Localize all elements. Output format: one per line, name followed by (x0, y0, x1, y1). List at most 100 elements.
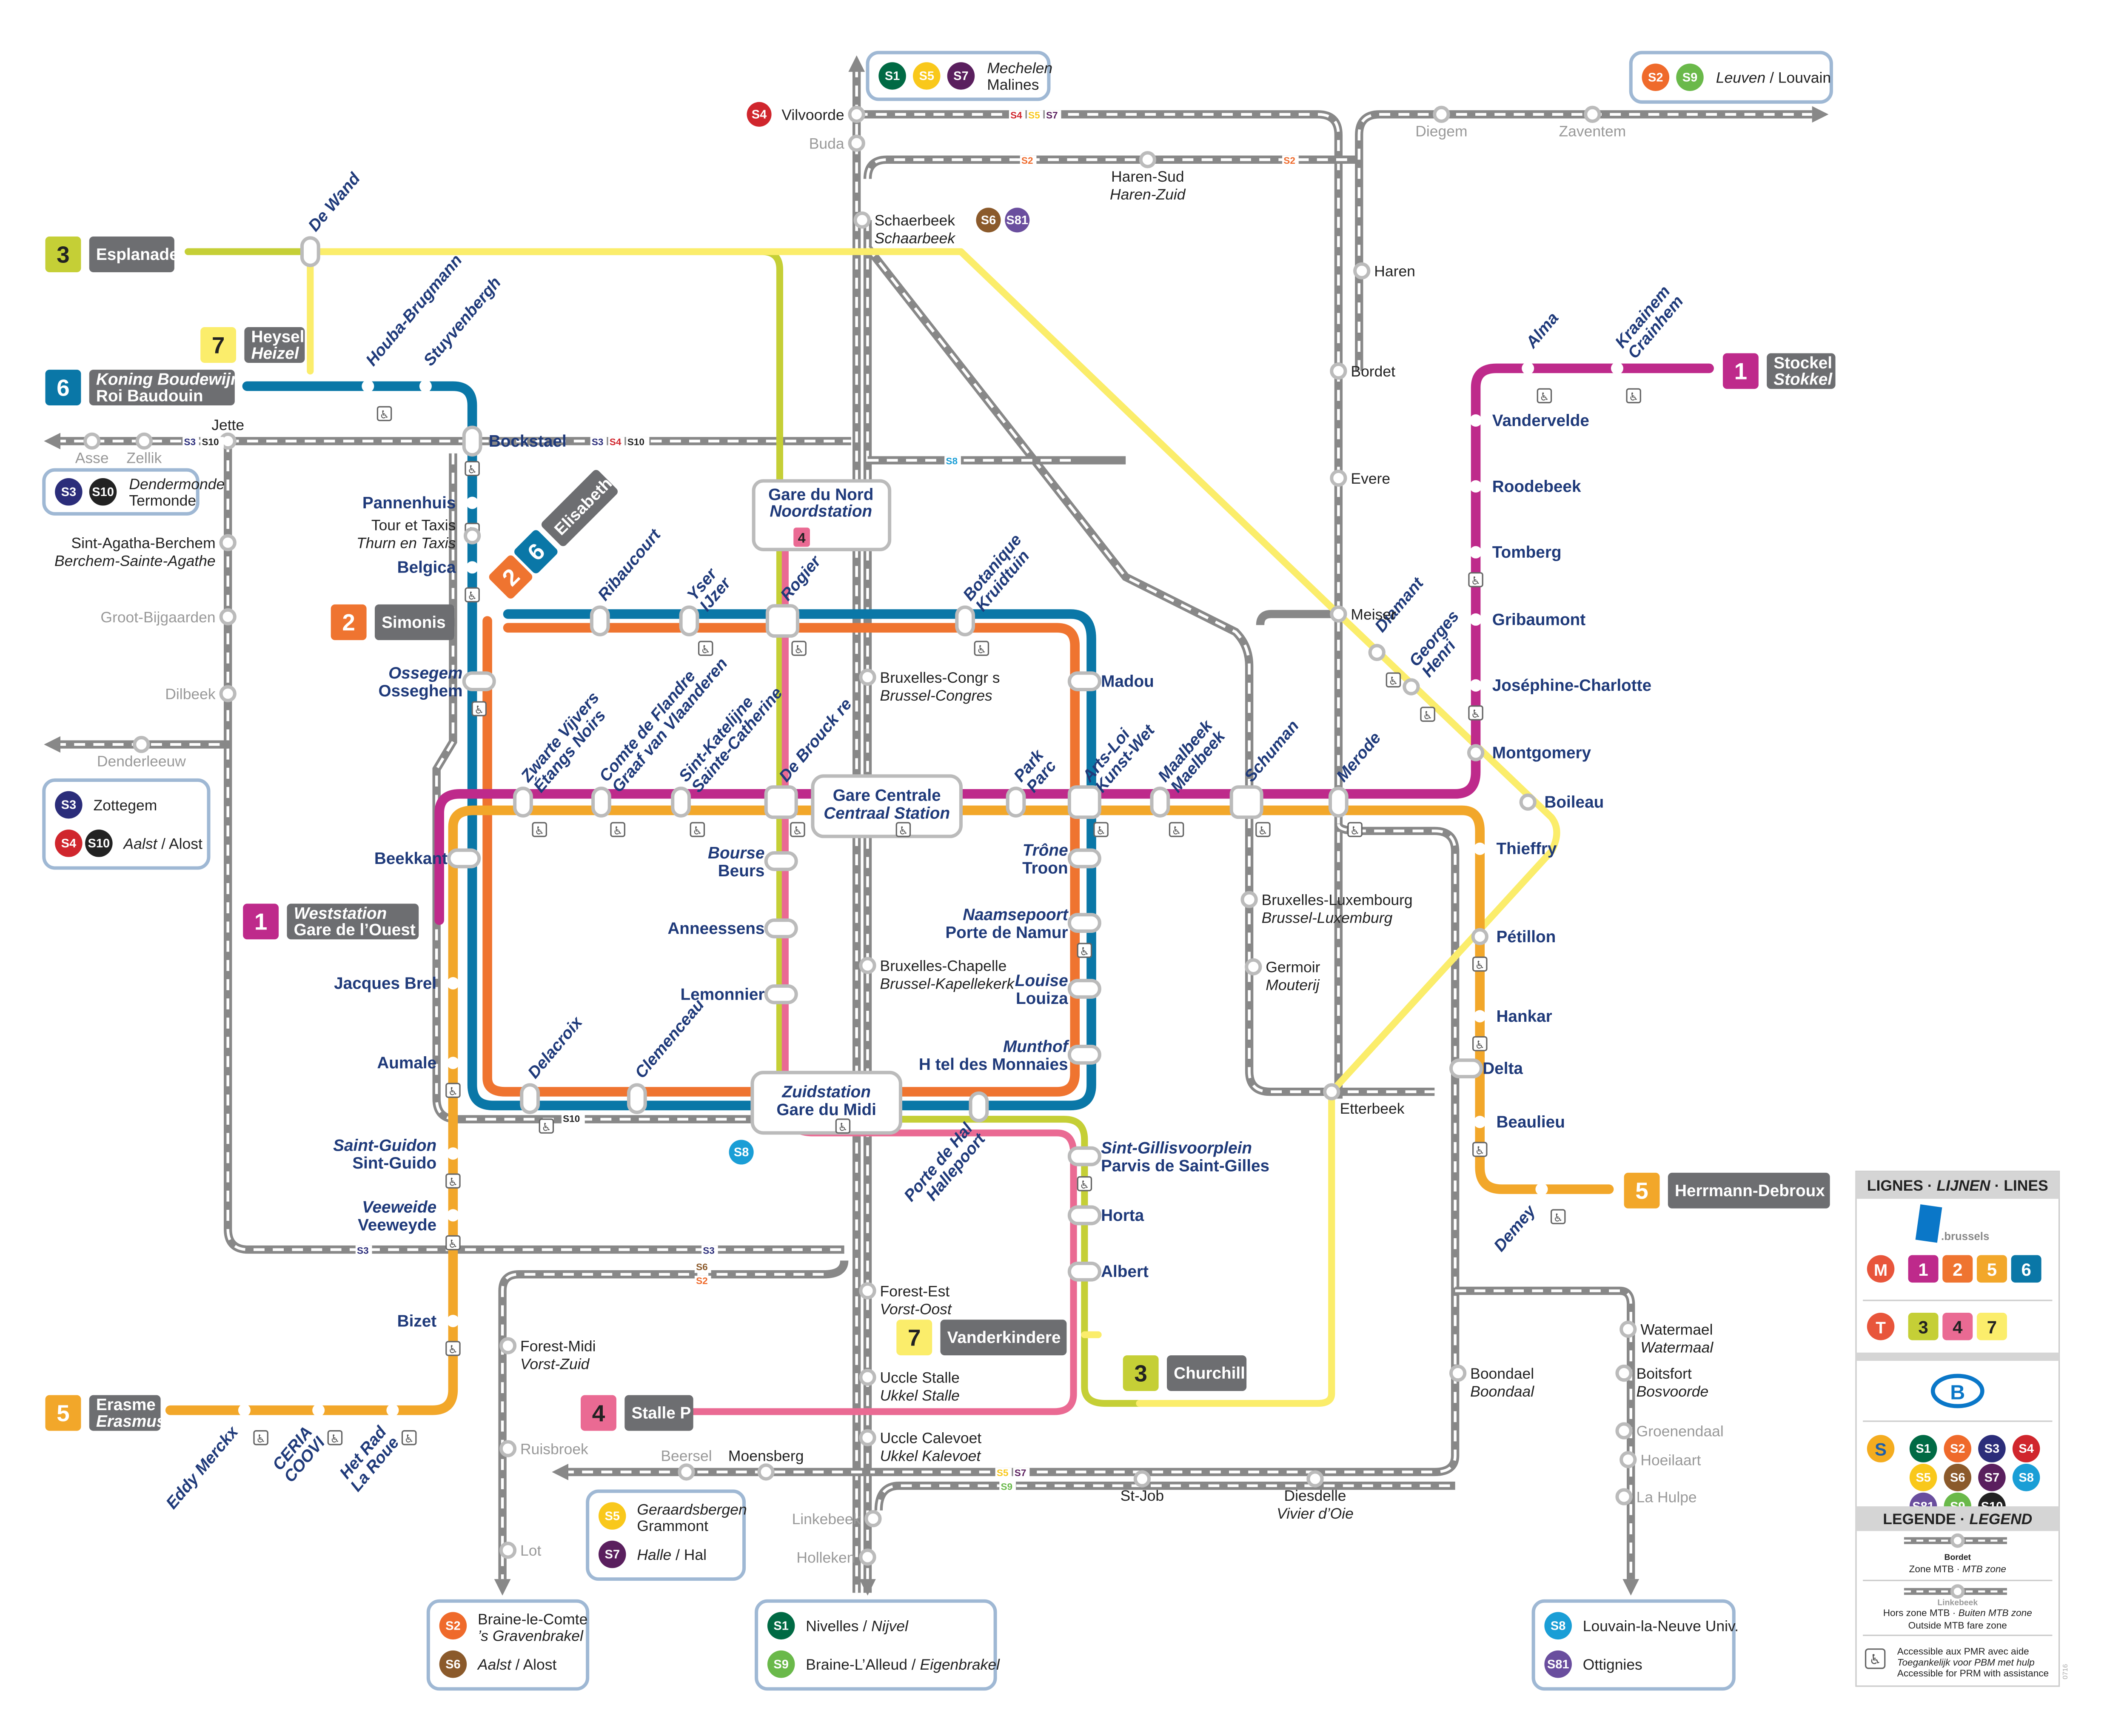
station-tomberg[interactable]: Tomberg♿ (1468, 543, 1562, 587)
rail-station-moensberg[interactable]: Moensberg (728, 1448, 804, 1481)
rail-station-zellik[interactable]: Zellik (126, 432, 162, 467)
rail-station-beersel[interactable]: Beersel (661, 1448, 712, 1481)
rail-station-buda[interactable]: Buda (809, 134, 865, 152)
station-gribaumont[interactable]: Gribaumont (1469, 610, 1586, 629)
station-roodebeek[interactable]: Roodebeek (1469, 477, 1581, 496)
rail-station-hoeilaart[interactable]: Hoeilaart (1619, 1451, 1701, 1468)
station-rogier[interactable]: Rogier♿ (765, 552, 825, 656)
station-eddy-merckx[interactable]: Eddy Merckx♿ (163, 1404, 268, 1513)
station-anneessens[interactable]: Anneessens (667, 918, 798, 938)
rail-station-holleken[interactable]: Holleken (796, 1548, 876, 1566)
rail-station-jette[interactable]: Jette (211, 416, 244, 450)
station-aumale[interactable]: Aumale♿ (377, 1054, 461, 1098)
station-delta[interactable]: Delta (1449, 1058, 1523, 1079)
station-josephine-charlotte[interactable]: Joséphine-Charlotte♿ (1468, 676, 1651, 721)
station-madou[interactable]: Madou (1067, 671, 1154, 692)
station-belgica[interactable]: Belgica♿ (397, 559, 480, 603)
rail-station-haren[interactable]: Haren (1353, 262, 1415, 280)
rail-station-ruisbroek[interactable]: Ruisbroek (499, 1440, 588, 1457)
rail-station-lot[interactable]: Lot (499, 1542, 542, 1559)
station-petillon[interactable]: Pétillon♿ (1471, 928, 1556, 972)
station-alma[interactable]: Alma♿ (1522, 309, 1562, 404)
rail-station-denderleeuw[interactable]: Denderleeuw (97, 735, 186, 770)
rail-station-zaventem[interactable]: Zaventem (1559, 105, 1626, 140)
rail-station-groot-bijgaarden[interactable]: Groot-Bijgaarden (100, 608, 237, 626)
rail-station-st-job[interactable]: St-Job (1121, 1470, 1164, 1504)
rail-station-la-hulpe[interactable]: La Hulpe (1615, 1488, 1697, 1505)
rail-station-groenendaal[interactable]: Groenendaal (1615, 1422, 1724, 1440)
station-hankar[interactable]: Hankar♿ (1472, 1007, 1552, 1052)
station-beekkant[interactable]: Beekkant (374, 848, 481, 869)
station-bockstael[interactable]: Bockstael♿ (462, 425, 567, 476)
station-bizet[interactable]: Bizet♿ (397, 1312, 461, 1356)
station-vandervelde[interactable]: Vandervelde (1469, 411, 1589, 430)
rail-station-asse[interactable]: Asse (75, 432, 109, 467)
rail-station-meiser[interactable]: Meiser (1330, 605, 1396, 623)
station-boileau[interactable]: Boileau (1519, 793, 1604, 812)
station-lemonnier[interactable]: Lemonnier (681, 984, 798, 1004)
rail-station-bordet[interactable]: Bordet (1330, 362, 1395, 380)
rail-station-dilbeek[interactable]: Dilbeek (165, 685, 237, 703)
rail-station-evere[interactable]: Evere (1330, 469, 1390, 487)
station-jacques-brel[interactable]: Jacques Brel (334, 974, 459, 992)
station-schuman[interactable]: Schuman♿ (1229, 717, 1303, 837)
station-montgomery[interactable]: Montgomery (1467, 744, 1591, 762)
station-albert[interactable]: Albert (1067, 1261, 1149, 1282)
station-beaulieu[interactable]: Beaulieu♿ (1472, 1113, 1565, 1157)
station-horta[interactable]: Horta (1067, 1205, 1144, 1226)
rail-station-linkebeek[interactable]: Linkebeek (792, 1510, 882, 1528)
rail-station-diegem[interactable]: Diegem (1415, 105, 1468, 140)
rail-station-midi-s8[interactable]: S8 (729, 1140, 754, 1165)
rail-station-etterbeek[interactable]: Etterbeek (1323, 1083, 1405, 1117)
